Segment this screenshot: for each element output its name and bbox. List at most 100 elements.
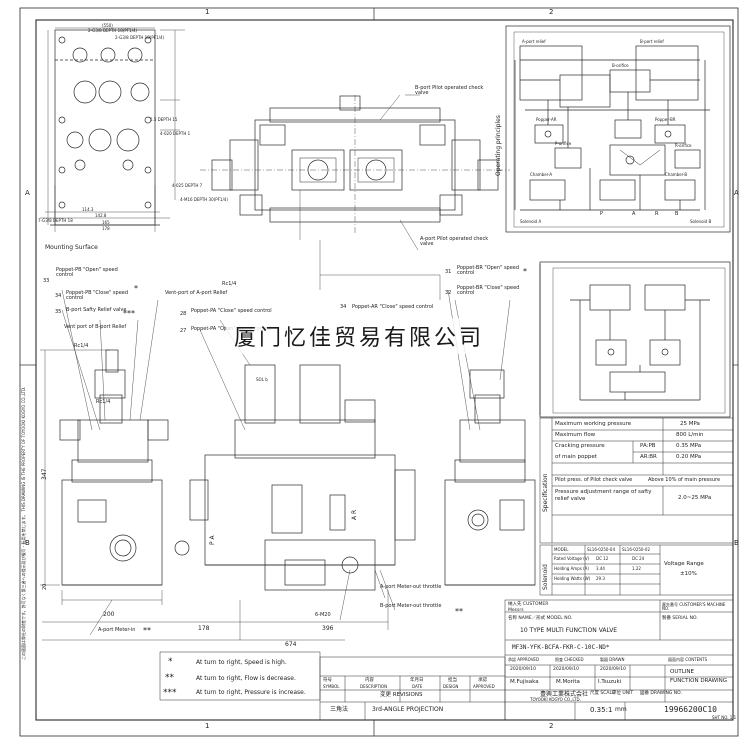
dimension-label: 347	[41, 468, 48, 480]
schematic-label: Popper-BR	[655, 117, 676, 122]
valve-front-view	[42, 319, 416, 641]
revision-header: 符号	[323, 678, 332, 683]
name-label: 名称 NAME／形式 MODEL NO.	[508, 616, 573, 621]
legend-mark: ***	[163, 688, 177, 698]
port-label: A R	[351, 509, 358, 520]
specification-label: Specification	[542, 473, 549, 512]
spec-row-sub: AR:BR	[640, 454, 657, 460]
callout-number: 34	[340, 304, 347, 310]
customer-label: 納入先 CUSTOMER	[508, 602, 549, 607]
mounting-surface-view	[40, 27, 185, 232]
legend-text: At turn to right, Flow is decrease.	[196, 675, 296, 682]
projection-label: 3rd-ANGLE PROJECTION	[372, 706, 444, 713]
product-name: 10 TYPE MULTI FUNCTION VALVE	[520, 627, 618, 634]
spec-row-sub: PA:PB	[640, 443, 656, 449]
dimension-label: 1.5 DEPTH 15	[150, 117, 178, 122]
voltage-range-value: ±10%	[680, 571, 697, 577]
drawn-date: 2020/09/10	[600, 667, 626, 672]
contents-line: FUNCTION DRAWING	[670, 678, 728, 684]
legend-text: At turn to right, Speed is high.	[196, 659, 287, 666]
confidentiality-note: この図面は弊社の財産です。許可なく第三者への提示及び複写・転用を禁じます。 TH…	[21, 386, 26, 660]
revision-header-en: DESCRIPTION	[360, 684, 388, 689]
checked-date: 2020/09/10	[553, 667, 579, 672]
approver-name: M.Fujisaka	[510, 679, 539, 685]
schematic-label: A-port relief	[522, 39, 546, 44]
dimension-label: 396	[322, 625, 334, 632]
dimension-label: 142.8	[95, 213, 107, 218]
side-circuit-schematic	[539, 261, 731, 418]
callout-br-close: Poppet-BR "Close" speed control	[457, 285, 520, 296]
revision-header: 年月日	[410, 678, 424, 683]
schematic-label: Chamber-A	[530, 172, 553, 177]
callout-bolt: 6-M20	[315, 612, 331, 618]
revision-header-en: SYMBOL	[323, 684, 340, 689]
callout-number: 28	[180, 311, 187, 317]
dimension-label: 2-G3/8 DEPTH 18(PF1/4)	[115, 35, 165, 40]
dimension-label: 4-020 DEPTH 1	[160, 131, 191, 136]
unit-label: 単位 UNIT	[612, 691, 634, 696]
callout-pb-open: Poppet-PB "Open" speed control	[56, 267, 118, 278]
callout-b-check-valve: B-port Pilot operated check valve	[415, 85, 484, 96]
grid-col-label: 2	[549, 8, 554, 16]
label-solenoid: SOL b	[256, 377, 268, 382]
revision-header-en: DATE	[412, 684, 423, 689]
watermark-text: 厦门忆佳贸易有限公司	[226, 318, 493, 354]
schematic-label: P-orifice	[555, 141, 572, 146]
solenoid-cell: Rated Voltage (V)	[554, 556, 590, 561]
spec-row-value: 25 MPa	[680, 421, 700, 427]
company-name: TOYOOKI KOGYO CO.,LTD.	[530, 697, 581, 702]
spec-row-value: 800 L/min	[676, 432, 704, 438]
dimension-label: 20	[42, 583, 48, 590]
contents-label: 図面内容 CONTENTS	[668, 657, 708, 662]
callout-vent-a: Vent-port of A-port Relief	[165, 290, 228, 296]
solenoid-header: MODEL	[554, 547, 569, 552]
schematic-label: B	[675, 211, 679, 217]
revision-header: 内容	[365, 678, 374, 683]
dimension-label: 178	[102, 226, 110, 231]
callout-a-check-valve: A-port Pilot operated check valve	[420, 236, 489, 247]
spec-row-label: Pressure adjustment range of safty relie…	[555, 489, 652, 502]
grid-col-label: 1	[205, 722, 210, 730]
schematic-label: R-orifice	[675, 143, 692, 148]
schematic-label: P	[600, 211, 604, 217]
revision-header: 承認	[478, 678, 487, 683]
solenoid-cell: DC 12	[596, 556, 609, 561]
customer-no-label: 客先番号 CUSTOMER'S MACHINE NO.	[662, 602, 726, 611]
voltage-range-label: Voltage Range	[664, 561, 704, 567]
spec-row-label: Cracking pressure	[555, 443, 605, 449]
solenoid-table	[539, 544, 734, 596]
solenoid-cell: 29.3	[596, 576, 605, 581]
grid-row-label: A	[734, 189, 739, 197]
revision-title: 変更 REVISIONS	[380, 692, 423, 698]
grid-row-label: A	[25, 189, 30, 197]
callout-ar-close: Poppet-AR "Close" speed control	[352, 304, 434, 310]
dimension-label: 114.3	[82, 207, 94, 212]
solenoid-cell: DC 24	[632, 556, 645, 561]
callout-b-relief: B-port Safty Relief valve	[66, 307, 127, 313]
company-name-jp: 豊興工業株式会社	[540, 691, 589, 698]
callout-number: 33	[43, 278, 50, 284]
callout-port-size: Rc1/4	[74, 343, 89, 349]
checked-label: 照査 CHECKED	[555, 657, 584, 662]
star-mark: *	[523, 267, 527, 276]
projection-jp: 三角法	[330, 706, 349, 713]
schematic-label: B-orifice	[612, 63, 629, 68]
callout-port-size: Rc1/4	[222, 281, 237, 287]
drawn-label: 製図 DRAWN	[600, 657, 625, 662]
revision-header-en: DESIGN	[443, 684, 459, 689]
valve-top-view	[200, 94, 510, 300]
callout-pb-close: Poppet-PB "Close" speed control	[66, 290, 129, 301]
spec-row-value: 0.35 MPa	[676, 443, 702, 449]
legend-mark: **	[165, 673, 174, 683]
dimension-label: 178	[198, 625, 210, 632]
solenoid-cell: 1.22	[632, 566, 641, 571]
spec-row-label: Maximum flow	[555, 432, 596, 438]
dimension-label: 2-G3/8 DEPTH 18(PF1/4)	[88, 28, 138, 33]
spec-row-value: 0.20 MPa	[676, 454, 702, 460]
callout-number: 27	[180, 328, 187, 334]
operating-principles-schematic	[505, 25, 731, 233]
callout-pa-close: Poppet-PA "Close" speed control	[191, 308, 272, 314]
dimension-label: 4-M16 DEPTH 30(PF1/4)	[180, 197, 228, 202]
schematic-label: B-port relief	[640, 39, 664, 44]
